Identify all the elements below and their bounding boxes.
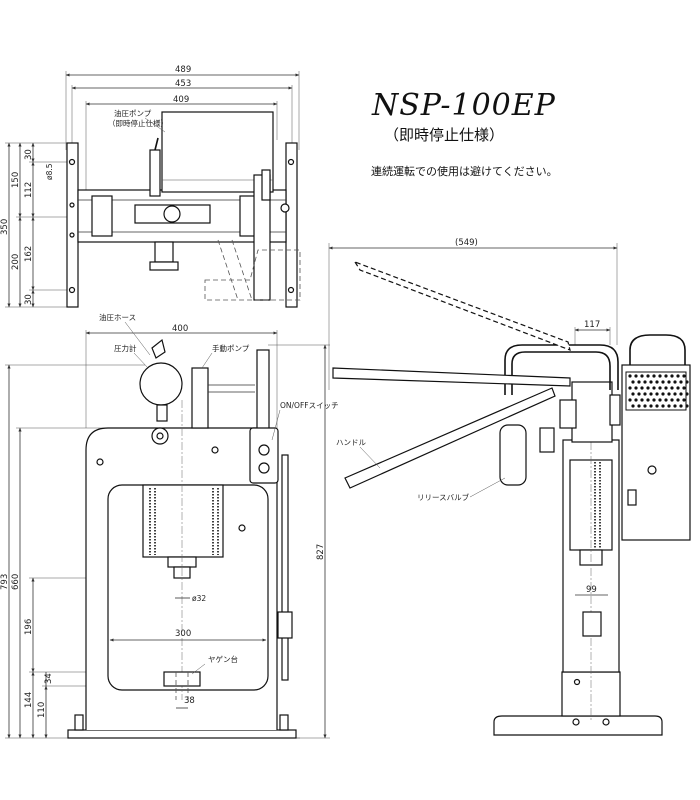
- dim-38: 38: [184, 696, 195, 706]
- dim-549: (549): [455, 238, 478, 248]
- dim-489: 489: [175, 65, 191, 75]
- side-top-block: [571, 381, 613, 443]
- label-pump-note: （即時停止仕様）: [108, 118, 168, 128]
- front-handle-knob: [151, 338, 166, 359]
- dim-ram-dia: ø32: [192, 594, 206, 603]
- dim-117: 117: [584, 320, 600, 330]
- side-view: (549) 117 99: [328, 238, 691, 736]
- side-handle-lower: [344, 387, 556, 489]
- side-release-valve: [499, 424, 527, 486]
- dim-660: 660: [11, 574, 21, 590]
- dim-350: 350: [0, 219, 10, 235]
- model-subtitle: （即時停止仕様）: [384, 126, 505, 144]
- side-base: [493, 715, 663, 736]
- side-cylinder-springs: [594, 462, 601, 548]
- dim-793: 793: [0, 574, 10, 590]
- front-column: [256, 349, 270, 431]
- dim-30a: 30: [24, 149, 34, 160]
- dim-453: 453: [175, 79, 191, 89]
- dim-200: 200: [11, 254, 21, 270]
- dim-300: 300: [175, 629, 191, 639]
- dim-30b: 30: [24, 294, 34, 305]
- label-release-valve: リリースバルブ: [417, 492, 470, 502]
- usage-note: 連続運転での使用は避けてください。: [371, 165, 558, 178]
- dim-196: 196: [24, 619, 34, 635]
- side-motor-vents: [628, 374, 689, 408]
- dim-99: 99: [586, 585, 597, 595]
- label-hose: 油圧ホース: [99, 312, 136, 322]
- dim-162: 162: [24, 246, 34, 262]
- model-title: NSP-100EP: [372, 88, 556, 123]
- front-base: [67, 729, 297, 739]
- front-gauge: [139, 362, 183, 406]
- side-handle-horizontal: [332, 367, 571, 387]
- front-cylinder-springs: [149, 488, 219, 555]
- dim-34: 34: [44, 673, 54, 684]
- label-switch: ON/OFFスイッチ: [280, 401, 339, 410]
- side-motor-box: [621, 364, 691, 541]
- front-hand-pump: [191, 367, 209, 429]
- front-v-block: [163, 671, 201, 687]
- label-pump: 油圧ポンプ: [114, 108, 152, 118]
- top-left-plate: [66, 142, 79, 308]
- label-v-block: ヤゲン台: [208, 654, 238, 664]
- side-handle-upper-ghost: [353, 260, 571, 351]
- label-hand-pump: 手動ポンプ: [212, 343, 250, 353]
- dim-827: 827: [316, 544, 326, 560]
- top-handle: [149, 149, 161, 197]
- label-handle: ハンドル: [336, 438, 366, 447]
- dim-112: 112: [24, 182, 34, 198]
- dim-110: 110: [37, 702, 47, 718]
- dim-409: 409: [173, 95, 189, 105]
- top-knob: [149, 261, 179, 271]
- dim-hole: ø8.5: [45, 163, 54, 180]
- top-view: 489 453 409 350 150 200 30 112 162 30 ø8…: [0, 65, 301, 308]
- dim-150: 150: [11, 172, 21, 188]
- top-right-plate: [285, 142, 298, 308]
- label-gauge: 圧力計: [114, 343, 137, 353]
- dim-400: 400: [172, 324, 188, 334]
- front-view: 400 793 660 196 144 110 34 827: [0, 312, 339, 739]
- dim-144: 144: [24, 692, 34, 708]
